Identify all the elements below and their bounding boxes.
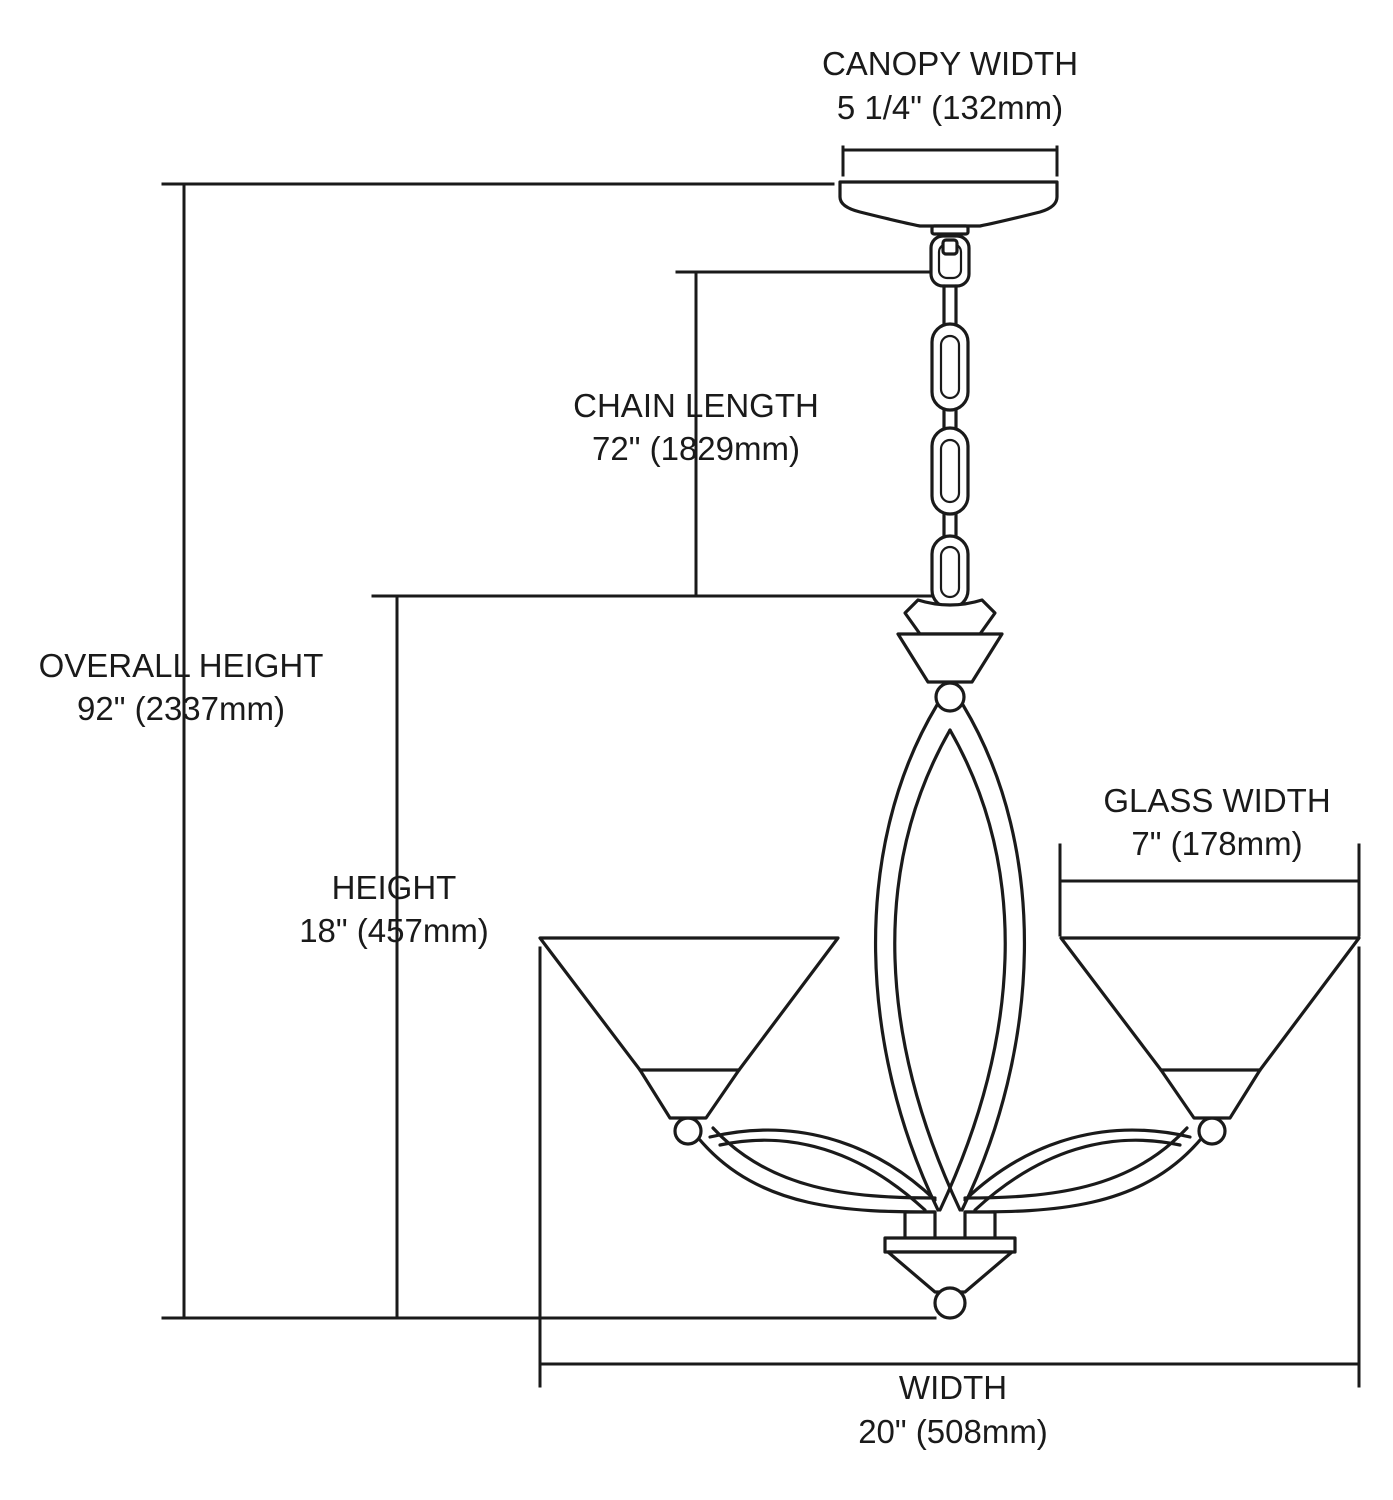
left-arm <box>673 1116 937 1242</box>
top-hub <box>896 598 1004 713</box>
height-label: HEIGHT 18" (457mm) <box>299 869 489 949</box>
chain-length-value: 72" (1829mm) <box>592 430 800 467</box>
right-arm <box>963 1116 1227 1242</box>
height-title: HEIGHT <box>332 869 457 906</box>
width-label: WIDTH 20" (508mm) <box>858 1369 1048 1450</box>
overall-height-value: 92" (2337mm) <box>77 690 285 727</box>
chain-length-title: CHAIN LENGTH <box>573 387 819 424</box>
height-dimension <box>371 594 937 1320</box>
chain-length-label: CHAIN LENGTH 72" (1829mm) <box>573 387 819 467</box>
glass-width-title: GLASS WIDTH <box>1103 782 1330 819</box>
overall-height-dimension <box>161 182 937 1320</box>
overall-height-label: OVERALL HEIGHT 92" (2337mm) <box>39 647 324 727</box>
canopy-width-title: CANOPY WIDTH <box>822 45 1078 82</box>
width-dimension <box>538 946 1361 1388</box>
right-glass-shade <box>1059 936 1361 1120</box>
chain <box>929 234 971 610</box>
overall-height-title: OVERALL HEIGHT <box>39 647 324 684</box>
center-arms <box>874 703 1026 1212</box>
glass-width-dimension <box>1058 843 1361 937</box>
glass-width-value: 7" (178mm) <box>1131 825 1302 862</box>
canopy-width-dimension <box>841 145 1059 177</box>
height-value: 18" (457mm) <box>299 912 489 949</box>
bottom-hub <box>883 1236 1017 1320</box>
glass-width-label: GLASS WIDTH 7" (178mm) <box>1103 782 1330 862</box>
left-glass-shade <box>538 936 840 1120</box>
canopy <box>838 180 1059 236</box>
canopy-width-value: 5 1/4" (132mm) <box>837 89 1063 126</box>
chain-length-dimension <box>675 270 932 598</box>
width-title: WIDTH <box>899 1369 1007 1406</box>
canopy-width-label: CANOPY WIDTH 5 1/4" (132mm) <box>822 45 1078 126</box>
width-value: 20" (508mm) <box>858 1413 1048 1450</box>
